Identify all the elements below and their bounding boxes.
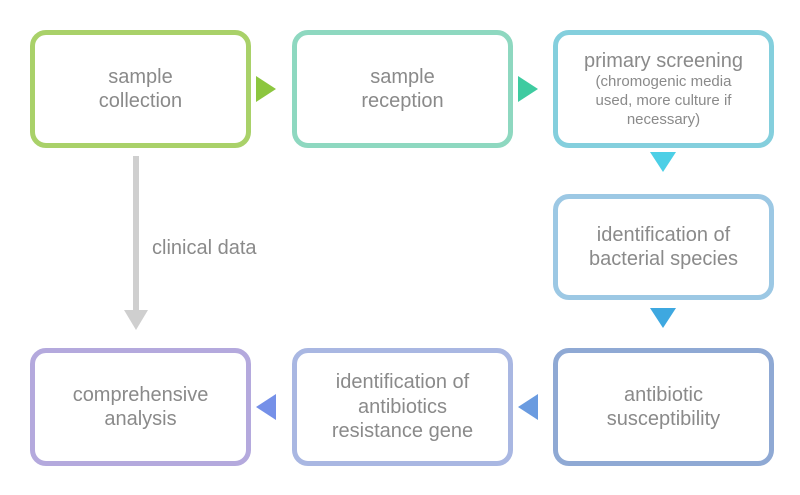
node-subtext-line: (chromogenic media	[595, 73, 732, 91]
flow-node-sample-reception[interactable]: sample reception	[292, 30, 513, 148]
flow-node-identification-bacterial-species[interactable]: identification of bacterial species	[553, 194, 774, 300]
arrow-left-icon-susceptibility-to-resistance-gene	[518, 394, 538, 420]
arrow-right-icon-collection-to-reception	[256, 76, 276, 102]
flow-node-identification-antibiotics-resistance-gene[interactable]: identification of antibiotics resistance…	[292, 348, 513, 466]
node-title: primary screening	[584, 49, 743, 72]
clinical-data-arrow-shaft	[133, 156, 139, 311]
flow-node-sample-collection[interactable]: sample collection	[30, 30, 251, 148]
node-text-line: sample	[108, 65, 173, 88]
node-text-line: antibiotics	[358, 395, 447, 418]
node-text-line: susceptibility	[606, 408, 721, 430]
node-text-line: collection	[98, 90, 183, 112]
node-text-line: sample	[370, 65, 435, 88]
node-text-line: bacterial species	[589, 248, 738, 270]
flow-node-comprehensive-analysis[interactable]: comprehensive analysis	[30, 348, 251, 466]
edge-label-clinical-data: clinical data	[152, 237, 257, 259]
node-subtext-line: used, more culture if	[595, 91, 732, 109]
flow-node-antibiotic-susceptibility[interactable]: antibiotic susceptibility	[553, 348, 774, 466]
arrow-down-icon-clinical-data	[124, 310, 148, 330]
arrow-left-icon-resistance-gene-to-analysis	[256, 394, 276, 420]
arrow-right-icon-reception-to-screening	[518, 76, 538, 102]
node-text-line: identification of	[335, 371, 470, 394]
node-text-line: analysis	[104, 408, 177, 430]
node-text-line: resistance gene	[331, 420, 474, 443]
arrow-down-icon-screening-to-identification	[650, 152, 676, 172]
node-text-line: comprehensive	[72, 383, 209, 406]
node-subtext-line: necessary)	[626, 110, 701, 128]
node-text-line: reception	[361, 90, 444, 112]
node-text-line: antibiotic	[624, 383, 703, 406]
node-text-line: identification of	[596, 223, 731, 246]
flow-node-primary-screening[interactable]: primary screening (chromogenic media use…	[553, 30, 774, 148]
arrow-down-icon-identification-to-susceptibility	[650, 308, 676, 328]
